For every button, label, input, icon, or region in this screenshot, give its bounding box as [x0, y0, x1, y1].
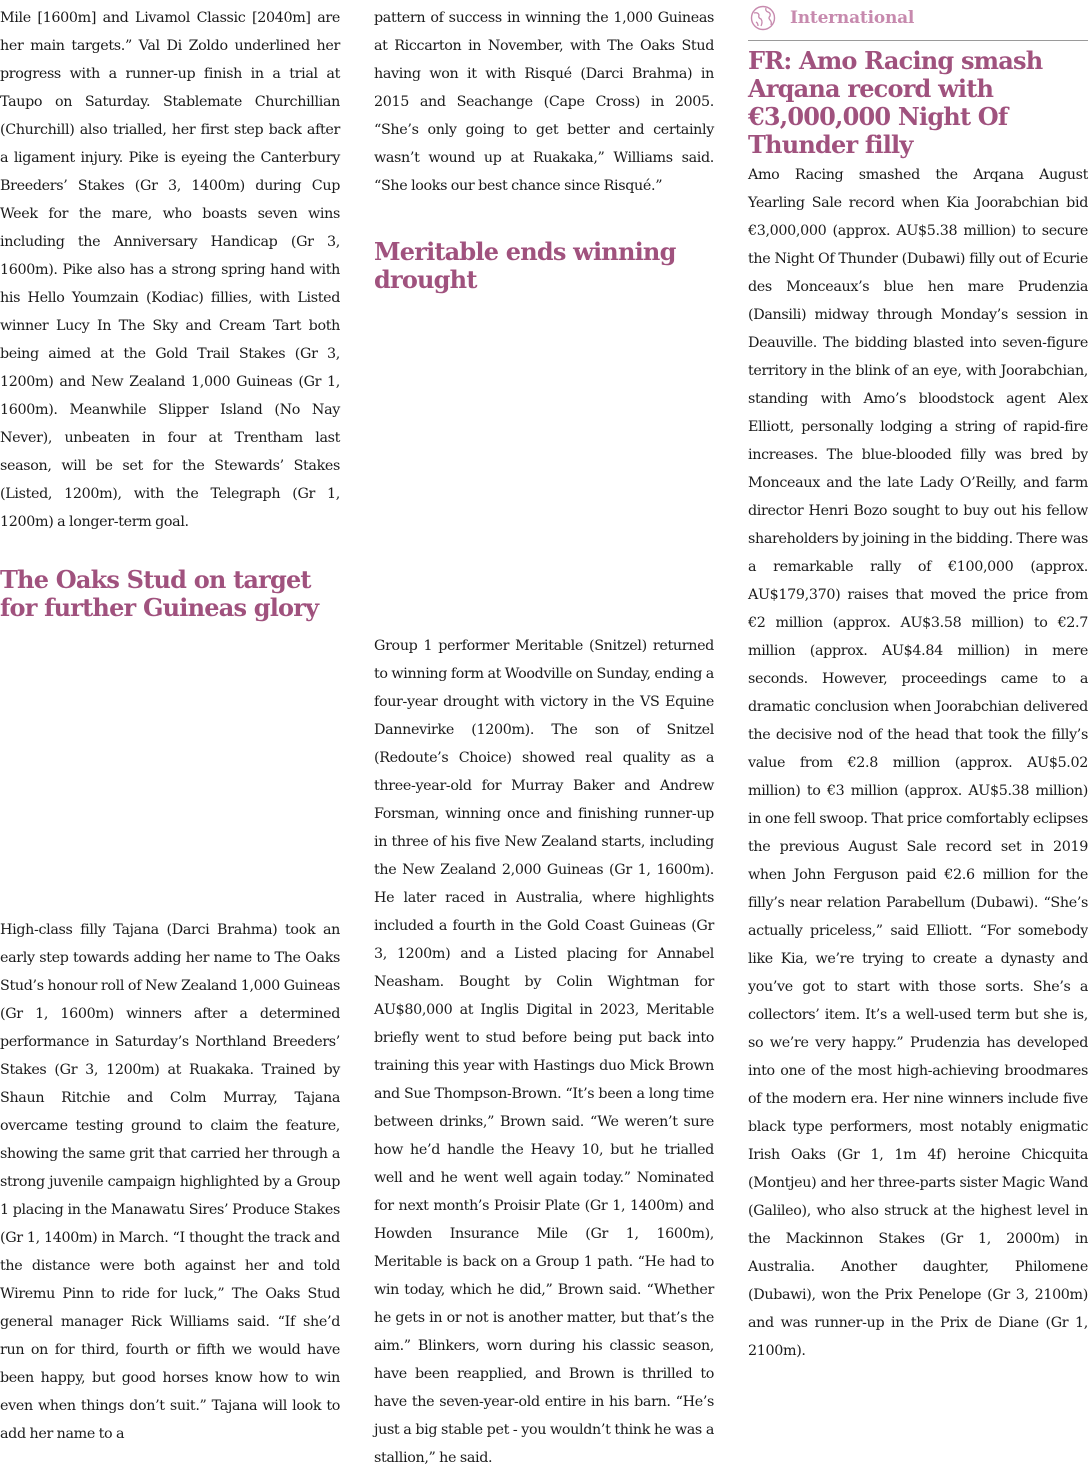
image-placeholder: [0, 622, 340, 916]
article-paragraph: Amo Racing smashed the Arqana August Yea…: [748, 167, 1088, 1359]
article-heading: FR: Amo Racing smash Arqana record with …: [748, 46, 1043, 159]
section-header: International: [748, 0, 1088, 38]
article-paragraph: Mile [1600m] and Livamol Classic [2040m]…: [0, 10, 340, 530]
article-heading: Meritable ends winning drought: [374, 237, 676, 294]
column-right: International FR: Amo Racing smash Arqan…: [748, 4, 1088, 1365]
spacer: [374, 200, 714, 238]
section-divider: [748, 40, 1088, 41]
section-label: International: [790, 8, 915, 28]
article-paragraph: High-class filly Tajana (Darci Brahma) t…: [0, 922, 340, 1442]
globe-icon: [750, 5, 776, 31]
column-left: Mile [1600m] and Livamol Classic [2040m]…: [0, 4, 340, 1448]
column-middle: pattern of success in winning the 1,000 …: [374, 4, 714, 1472]
image-placeholder: [374, 294, 714, 632]
spacer: [0, 536, 340, 566]
article-heading: The Oaks Stud on target for further Guin…: [0, 565, 319, 622]
article-paragraph: Group 1 performer Meritable (Snitzel) re…: [374, 638, 714, 1466]
article-paragraph: pattern of success in winning the 1,000 …: [374, 10, 714, 194]
